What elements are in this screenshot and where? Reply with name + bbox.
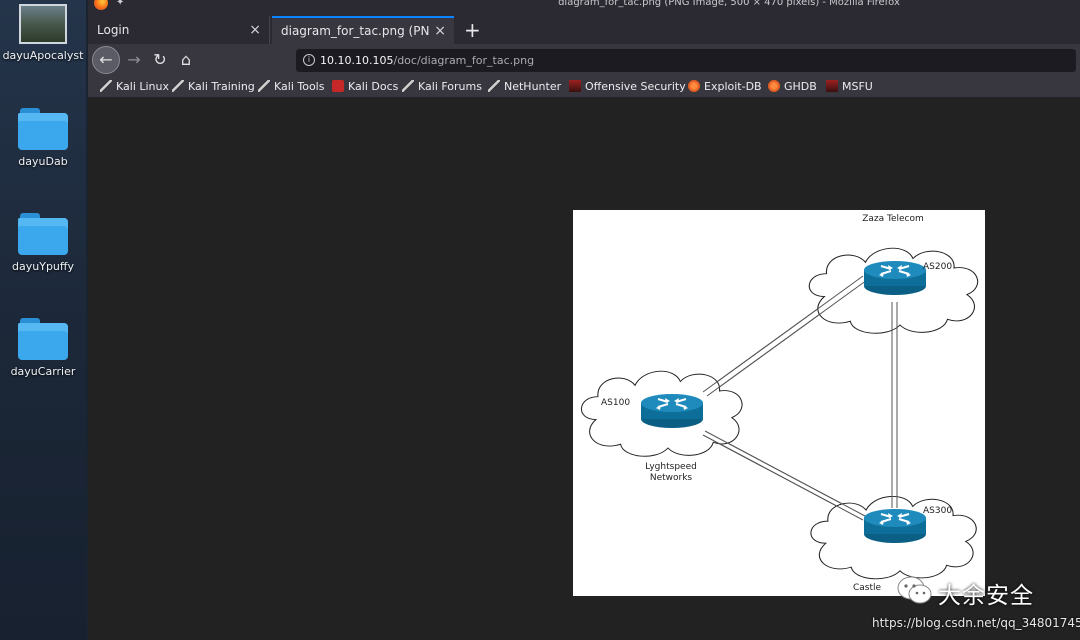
close-icon[interactable]: ×: [249, 22, 261, 38]
bookmark-label: Kali Training: [188, 80, 255, 93]
desktop-icon-label: dayuCarrier: [10, 365, 76, 378]
desktop-icon-dab[interactable]: dayuDab: [0, 108, 86, 168]
bookmarks-toolbar: Kali Linux Kali Training Kali Tools Kali…: [88, 76, 1080, 98]
url-path: /doc/diagram_for_tac.png: [393, 54, 535, 67]
image-thumbnail-icon: [19, 4, 67, 44]
label-line: Lyghtspeed: [645, 462, 697, 472]
bookmark-msfu[interactable]: MSFU: [826, 78, 873, 96]
desktop-icon-ypuffy[interactable]: dayuYpuffy: [0, 213, 86, 273]
arrow-left-icon: ←: [99, 50, 113, 69]
desktop-icon-label: dayuDab: [18, 155, 68, 168]
close-icon[interactable]: ×: [434, 23, 446, 39]
as100-label: AS100: [601, 398, 631, 408]
wechat-logo-icon: [897, 576, 932, 604]
window-title: diagram_for_tac.png (PNG Image, 500 × 47…: [558, 0, 900, 8]
folder-icon: [18, 318, 68, 360]
pin-icon[interactable]: ✦: [116, 0, 125, 8]
kali-docs-icon: [332, 80, 344, 92]
page-content: Zaza Telecom AS200 AS100 AS300 Lyghtspee…: [88, 98, 1080, 640]
network-diagram-image: Zaza Telecom AS200 AS100 AS300 Lyghtspee…: [573, 210, 985, 596]
exploitdb-icon: [688, 80, 700, 92]
bookmark-kali-training[interactable]: Kali Training: [172, 78, 255, 96]
desktop: dayuApocalyst dayuDab dayuYpuffy dayuCar…: [0, 0, 86, 640]
firefox-logo-icon: [94, 0, 108, 10]
bookmark-ghdb[interactable]: GHDB: [768, 78, 817, 96]
bookmark-label: Kali Linux: [116, 80, 170, 93]
url-bar[interactable]: i 10.10.10.105/doc/diagram_for_tac.png: [296, 49, 1076, 72]
castle-label: Castle: [853, 583, 882, 593]
desktop-icon-carrier[interactable]: dayuCarrier: [0, 318, 86, 378]
bookmark-label: Kali Docs: [348, 80, 399, 93]
folder-icon: [18, 108, 68, 150]
router-icon: [640, 393, 704, 429]
bookmark-kali-forums[interactable]: Kali Forums: [402, 78, 482, 96]
bookmark-label: MSFU: [842, 80, 873, 93]
bookmark-label: NetHunter: [504, 80, 562, 93]
bookmark-label: Offensive Security: [585, 80, 686, 93]
home-button[interactable]: ⌂: [172, 46, 200, 74]
new-tab-button[interactable]: +: [464, 18, 481, 42]
tab-label: Login: [97, 23, 130, 37]
desktop-icon-apocalyst[interactable]: dayuApocalyst: [0, 4, 86, 62]
folder-icon: [18, 213, 68, 255]
watermark-url: https://blog.csdn.net/qq_34801745: [872, 616, 1080, 630]
kali-dragon-icon: [172, 80, 184, 92]
bookmark-label: Kali Forums: [418, 80, 482, 93]
network-diagram-svg: [580, 247, 979, 580]
kali-dragon-icon: [100, 80, 112, 92]
forward-button[interactable]: →: [120, 46, 148, 74]
browser-window: ✦ diagram_for_tac.png (PNG Image, 500 × …: [88, 0, 1080, 640]
navigation-bar: ← → ↻ ⌂ i 10.10.10.105/doc/diagram_for_t…: [88, 44, 1080, 76]
kali-dragon-icon: [488, 80, 500, 92]
offsec-icon: [569, 80, 581, 92]
tab-diagram[interactable]: diagram_for_tac.png (PNG Image, 500 × 47…: [272, 16, 454, 44]
home-icon: ⌂: [180, 50, 192, 69]
desktop-icon-label: dayuApocalyst: [2, 49, 84, 62]
bookmark-label: Kali Tools: [274, 80, 325, 93]
zaza-telecom-label: Zaza Telecom: [862, 214, 924, 224]
lyghtspeed-networks-label: Lyghtspeed Networks: [631, 462, 711, 484]
arrow-right-icon: →: [127, 50, 141, 69]
bookmark-kali-tools[interactable]: Kali Tools: [258, 78, 324, 96]
bookmark-nethunter[interactable]: NetHunter: [488, 78, 561, 96]
offsec-icon: [826, 80, 838, 92]
reload-icon: ↻: [153, 50, 167, 69]
bookmark-label: Exploit-DB: [704, 80, 762, 93]
info-icon[interactable]: i: [303, 54, 315, 66]
kali-dragon-icon: [402, 80, 414, 92]
tab-bar: Login × diagram_for_tac.png (PNG Image, …: [88, 12, 1080, 44]
reload-button[interactable]: ↻: [146, 46, 174, 74]
bookmark-exploit-db[interactable]: Exploit-DB: [688, 78, 762, 96]
bookmark-label: GHDB: [784, 80, 817, 93]
label-line: Networks: [649, 473, 693, 483]
tab-login[interactable]: Login ×: [88, 16, 270, 44]
url-host: 10.10.10.105: [320, 54, 394, 67]
desktop-icon-label: dayuYpuffy: [12, 260, 74, 273]
title-bar: ✦ diagram_for_tac.png (PNG Image, 500 × …: [88, 0, 1080, 12]
router-icon: [863, 260, 927, 296]
back-button[interactable]: ←: [92, 46, 120, 74]
kali-dragon-icon: [258, 80, 270, 92]
as200-label: AS200: [923, 262, 953, 272]
bookmark-kali-docs[interactable]: Kali Docs: [332, 78, 398, 96]
router-icon: [863, 508, 927, 544]
bookmark-offensive-security[interactable]: Offensive Security: [569, 78, 686, 96]
as300-label: AS300: [923, 506, 953, 516]
bookmark-kali-linux[interactable]: Kali Linux: [100, 78, 169, 96]
tab-label: diagram_for_tac.png (PNG Image, 500 × 47…: [281, 24, 429, 38]
watermark-text: 大余安全: [938, 583, 1034, 609]
exploitdb-icon: [768, 80, 780, 92]
